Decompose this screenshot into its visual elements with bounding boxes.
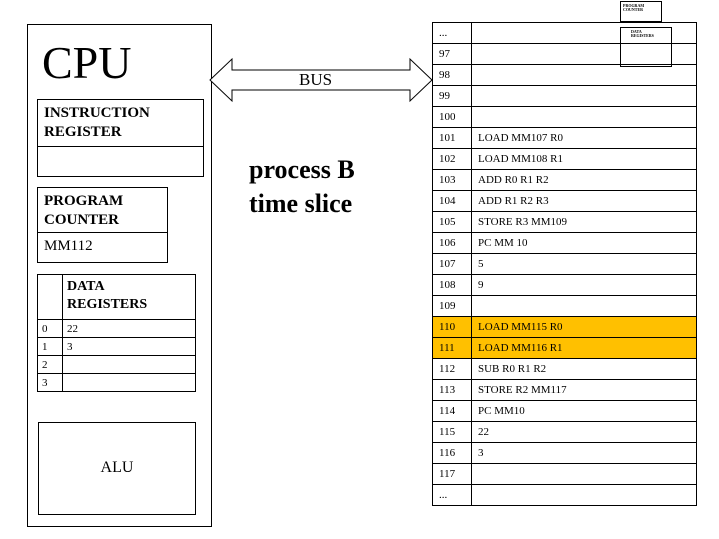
instruction-register-divider [38, 146, 203, 147]
memory-address: 114 [432, 400, 472, 422]
data-registers-label: DATA REGISTERS [62, 274, 196, 320]
memory-address: 101 [432, 127, 472, 149]
instruction-register: INSTRUCTION REGISTER [37, 99, 204, 177]
memory-address: 107 [432, 253, 472, 275]
memory-row: 98 [432, 64, 697, 86]
alu-box: ALU [38, 422, 196, 515]
memory-address: 116 [432, 442, 472, 464]
memory-content [471, 106, 697, 128]
memory-row: 100 [432, 106, 697, 128]
memory-content [471, 463, 697, 485]
memory-content [471, 295, 697, 317]
memory-content: 3 [471, 442, 697, 464]
memory-address: 104 [432, 190, 472, 212]
bus-label: BUS [299, 70, 333, 89]
program-counter-label: PROGRAM COUNTER [44, 193, 124, 228]
memory-content: LOAD MM116 R1 [471, 337, 697, 359]
memory-row: ... [432, 484, 697, 506]
memory-row: ... [432, 22, 697, 44]
memory-content: LOAD MM115 R0 [471, 316, 697, 338]
instruction-register-label: INSTRUCTION REGISTER [44, 105, 150, 140]
memory-address: 105 [432, 211, 472, 233]
memory-address: 98 [432, 64, 472, 86]
mini-program-counter: PROGRAM COUNTER [620, 1, 662, 22]
memory-content: SUB R0 R1 R2 [471, 358, 697, 380]
memory-address: 99 [432, 85, 472, 107]
memory-address: 117 [432, 463, 472, 485]
program-counter: PROGRAM COUNTER MM112 [37, 187, 168, 263]
memory-row: 117 [432, 463, 697, 485]
data-registers-header: DATA REGISTERS [37, 274, 196, 320]
memory-content: 5 [471, 253, 697, 275]
memory-address: 97 [432, 43, 472, 65]
memory-row: 109 [432, 295, 697, 317]
cpu-title: CPU [42, 37, 132, 88]
memory-content: 9 [471, 274, 697, 296]
memory-content: LOAD MM107 R0 [471, 127, 697, 149]
memory-address: 112 [432, 358, 472, 380]
cpu-box: CPU INSTRUCTION REGISTER PROGRAM COUNTER… [27, 24, 212, 527]
memory-content: STORE R2 MM117 [471, 379, 697, 401]
memory-content: ADD R1 R2 R3 [471, 190, 697, 212]
memory-content: ADD R0 R1 R2 [471, 169, 697, 191]
memory-address: 115 [432, 421, 472, 443]
memory-content: PC MM10 [471, 400, 697, 422]
memory-address: 110 [432, 316, 472, 338]
memory-address: ... [432, 22, 472, 44]
memory-address: 113 [432, 379, 472, 401]
memory-address: 108 [432, 274, 472, 296]
memory-content [471, 85, 697, 107]
memory-address: 102 [432, 148, 472, 170]
memory-content [471, 484, 697, 506]
alu-label: ALU [100, 459, 134, 476]
memory-content [471, 64, 697, 86]
memory-address: ... [432, 484, 472, 506]
memory-address: 103 [432, 169, 472, 191]
memory-content: 22 [471, 421, 697, 443]
memory-content [471, 43, 697, 65]
memory-content: PC MM 10 [471, 232, 697, 254]
time-slice-label: process B time slice [249, 155, 355, 218]
memory-address: 106 [432, 232, 472, 254]
program-counter-divider [38, 232, 167, 233]
memory-row: 99 [432, 85, 697, 107]
program-counter-value: MM112 [44, 238, 93, 254]
memory-row: 97 [432, 43, 697, 65]
memory-address: 109 [432, 295, 472, 317]
register-row: 3 [37, 373, 196, 392]
memory-content [471, 22, 697, 44]
register-row: 2 [37, 355, 196, 374]
memory-address: 100 [432, 106, 472, 128]
memory-content: STORE R3 MM109 [471, 211, 697, 233]
memory-address: 111 [432, 337, 472, 359]
memory-content: LOAD MM108 R1 [471, 148, 697, 170]
